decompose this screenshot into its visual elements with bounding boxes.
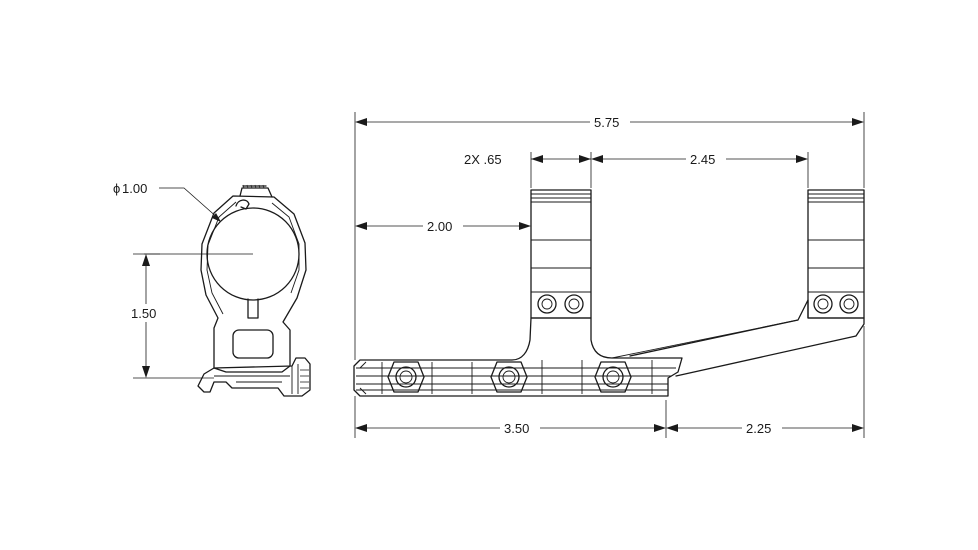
front-view-ring-body [200,195,307,373]
diameter-callout: ϕ 1.00 [113,181,221,222]
diameter-value: 1.00 [122,181,147,196]
center-height-arrow-bottom [142,366,150,378]
front-view-clamp-block [232,329,274,359]
center-height-label: 1.50 [131,306,156,321]
side-view-cross-bolt-3 [594,361,632,393]
ring-spacing-label: 2.45 [690,152,715,167]
extension-lines [354,112,865,438]
side-view-cross-bolt-2 [490,361,528,393]
front-view-neck-slot [247,298,259,319]
front-view [144,184,311,397]
side-view [353,189,865,397]
base-length-label: 3.50 [504,421,529,436]
front-offset-dimension: 2.00 [355,217,531,235]
front-view-knurled-cap [235,184,273,210]
ring-spacing-dimension: 2.45 [591,150,808,168]
side-view-front-ring [530,189,592,319]
front-view-rail-foot-detail [214,364,299,394]
side-view-cross-bolt-1 [387,361,425,393]
side-view-rail-slots [356,360,676,395]
front-view-rail-foot [197,357,311,397]
center-height-dimension: 1.50 [128,253,214,379]
side-view-rear-ring [807,189,865,319]
base-length-dimension: 3.50 [355,419,666,437]
ring-width-dimension: 2X .65 [464,152,591,167]
overall-length-dimension: 5.75 [355,113,864,131]
side-view-arm-taper-line [611,319,799,359]
front-ring-screw-1 [537,294,557,314]
rear-ring-screw-2 [839,294,859,314]
front-offset-label: 2.00 [427,219,452,234]
extension-length-label: 2.25 [746,421,771,436]
rear-ring-screw-1 [813,294,833,314]
ring-width-label: 2X .65 [464,152,502,167]
diameter-arrowhead [212,213,221,222]
center-height-arrow-top [142,254,150,266]
front-view-ring-inner-contour [206,201,300,315]
overall-length-label: 5.75 [594,115,619,130]
extension-length-dimension: 2.25 [666,419,864,437]
front-view-knurl-lines [300,369,309,389]
front-ring-screw-2 [564,294,584,314]
diameter-symbol: ϕ [113,181,120,196]
